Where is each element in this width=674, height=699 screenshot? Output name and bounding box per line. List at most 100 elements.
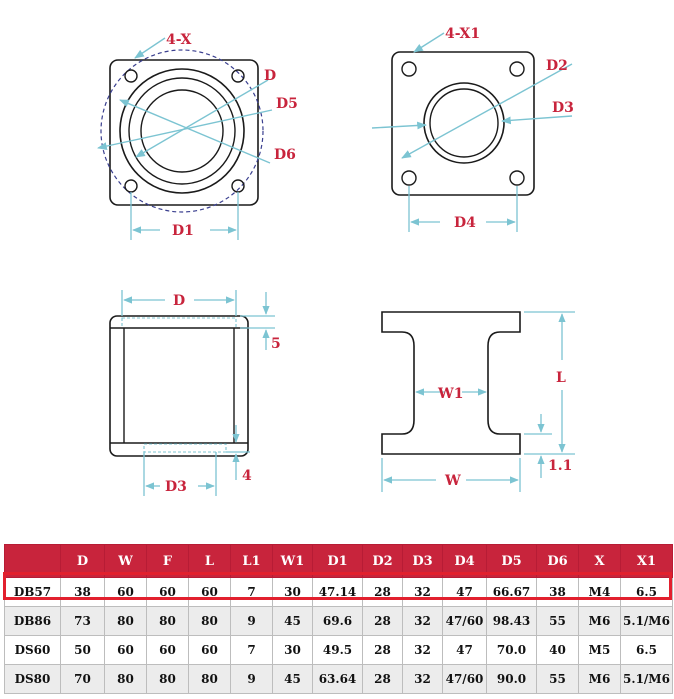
spec-table-wrapper: D W F L L1 W1 D1 D2 D3 D4 D5 D6 X X1 DB5… bbox=[4, 544, 673, 694]
table-cell: 28 bbox=[362, 664, 403, 694]
table-cell: 55 bbox=[536, 606, 579, 636]
table-cell: 6.5 bbox=[620, 577, 673, 607]
table-cell: 40 bbox=[536, 635, 579, 665]
table-cell: 60 bbox=[104, 577, 147, 607]
header-cell: D4 bbox=[442, 544, 487, 578]
table-cell: 32 bbox=[402, 635, 443, 665]
header-cell: D6 bbox=[536, 544, 579, 578]
table-cell: 5.1/M6 bbox=[620, 606, 673, 636]
table-cell: 60 bbox=[188, 577, 231, 607]
table-cell: 5.1/M6 bbox=[620, 664, 673, 694]
table-cell: 45 bbox=[272, 606, 313, 636]
table-cell: 60 bbox=[146, 577, 189, 607]
table-cell: 69.6 bbox=[312, 606, 363, 636]
table-cell: 66.67 bbox=[486, 577, 537, 607]
table-cell: 55 bbox=[536, 664, 579, 694]
table-cell: 32 bbox=[402, 664, 443, 694]
label-d6: D6 bbox=[274, 147, 296, 163]
label-d4: D4 bbox=[454, 215, 476, 231]
label-4: 4 bbox=[242, 468, 252, 484]
table-cell: 9 bbox=[230, 606, 273, 636]
table-cell: 7 bbox=[230, 635, 273, 665]
header-cell: D bbox=[60, 544, 105, 578]
table-cell: M6 bbox=[578, 664, 621, 694]
header-cell: X1 bbox=[620, 544, 673, 578]
table-cell: 80 bbox=[146, 606, 189, 636]
label-d: D bbox=[264, 68, 276, 84]
label-l: L bbox=[556, 370, 566, 386]
table-cell: 70.0 bbox=[486, 635, 537, 665]
table-row: DS60 50 60 60 60 7 30 49.5 28 32 47 70.0… bbox=[4, 635, 673, 665]
label-w: W bbox=[444, 473, 461, 489]
table-cell: 60 bbox=[146, 635, 189, 665]
table-row: DB86 73 80 80 80 9 45 69.6 28 32 47/60 9… bbox=[4, 606, 673, 636]
table-cell: 38 bbox=[536, 577, 579, 607]
table-cell: 45 bbox=[272, 664, 313, 694]
label-bottom-d: D bbox=[173, 293, 185, 309]
header-cell: W bbox=[104, 544, 147, 578]
table-cell: 60 bbox=[188, 635, 231, 665]
header-cell: X bbox=[578, 544, 621, 578]
header-cell: L bbox=[188, 544, 231, 578]
table-cell: 32 bbox=[402, 577, 443, 607]
label-1-1: 1.1 bbox=[548, 458, 572, 474]
table-cell: 90.0 bbox=[486, 664, 537, 694]
label-5: 5 bbox=[271, 336, 281, 352]
table-row: DB57 38 60 60 60 7 30 47.14 28 32 47 66.… bbox=[4, 577, 673, 607]
table-cell: 30 bbox=[272, 635, 313, 665]
header-cell: L1 bbox=[230, 544, 273, 578]
bottom-right-i-section-view: W1 L W 1.1 bbox=[381, 311, 575, 492]
top-left-flange-view: 4-X D D5 D6 D1 bbox=[97, 32, 298, 240]
header-cell: D5 bbox=[486, 544, 537, 578]
table-cell: 47 bbox=[442, 577, 487, 607]
header-cell bbox=[4, 544, 61, 578]
table-cell: 47 bbox=[442, 635, 487, 665]
top-right-flange-view: 4-X1 D2 D3 D4 bbox=[371, 26, 574, 232]
table-cell: 49.5 bbox=[312, 635, 363, 665]
table-cell: M6 bbox=[578, 606, 621, 636]
label-4-x: 4-X bbox=[166, 32, 192, 48]
table-cell: 50 bbox=[60, 635, 105, 665]
table-cell: 32 bbox=[402, 606, 443, 636]
header-cell: D2 bbox=[362, 544, 403, 578]
table-cell: 28 bbox=[362, 635, 403, 665]
table-cell: 60 bbox=[104, 635, 147, 665]
table-cell: 63.64 bbox=[312, 664, 363, 694]
label-d3: D3 bbox=[552, 100, 574, 116]
label-d2: D2 bbox=[546, 58, 568, 74]
table-row: DS80 70 80 80 80 9 45 63.64 28 32 47/60 … bbox=[4, 664, 673, 694]
label-4-x1: 4-X1 bbox=[445, 26, 480, 42]
table-cell: 98.43 bbox=[486, 606, 537, 636]
table-cell: 30 bbox=[272, 577, 313, 607]
label-d5: D5 bbox=[276, 96, 298, 112]
table-cell: 80 bbox=[104, 606, 147, 636]
header-cell: F bbox=[146, 544, 189, 578]
table-cell: 80 bbox=[146, 664, 189, 694]
table-header-row: D W F L L1 W1 D1 D2 D3 D4 D5 D6 X X1 bbox=[4, 544, 673, 578]
spec-table: D W F L L1 W1 D1 D2 D3 D4 D5 D6 X X1 DB5… bbox=[4, 544, 673, 694]
table-cell: 80 bbox=[104, 664, 147, 694]
header-cell: D1 bbox=[312, 544, 363, 578]
table-cell: 38 bbox=[60, 577, 105, 607]
table-cell: 28 bbox=[362, 577, 403, 607]
table-cell: M5 bbox=[578, 635, 621, 665]
label-d1: D1 bbox=[172, 223, 194, 239]
table-cell: 6.5 bbox=[620, 635, 673, 665]
label-w1: W1 bbox=[437, 386, 463, 402]
header-cell: W1 bbox=[272, 544, 313, 578]
table-cell: DS60 bbox=[4, 635, 61, 665]
table-cell: 9 bbox=[230, 664, 273, 694]
table-cell: 70 bbox=[60, 664, 105, 694]
table-cell: DS80 bbox=[4, 664, 61, 694]
table-cell: DB86 bbox=[4, 606, 61, 636]
header-cell: D3 bbox=[402, 544, 443, 578]
table-cell: DB57 bbox=[4, 577, 61, 607]
label-bottom-d3: D3 bbox=[165, 479, 187, 495]
table-cell: M4 bbox=[578, 577, 621, 607]
table-cell: 47/60 bbox=[442, 606, 487, 636]
bottom-left-side-view: D 5 D3 4 bbox=[109, 290, 281, 496]
table-cell: 80 bbox=[188, 664, 231, 694]
table-cell: 80 bbox=[188, 606, 231, 636]
table-cell: 73 bbox=[60, 606, 105, 636]
table-cell: 47.14 bbox=[312, 577, 363, 607]
